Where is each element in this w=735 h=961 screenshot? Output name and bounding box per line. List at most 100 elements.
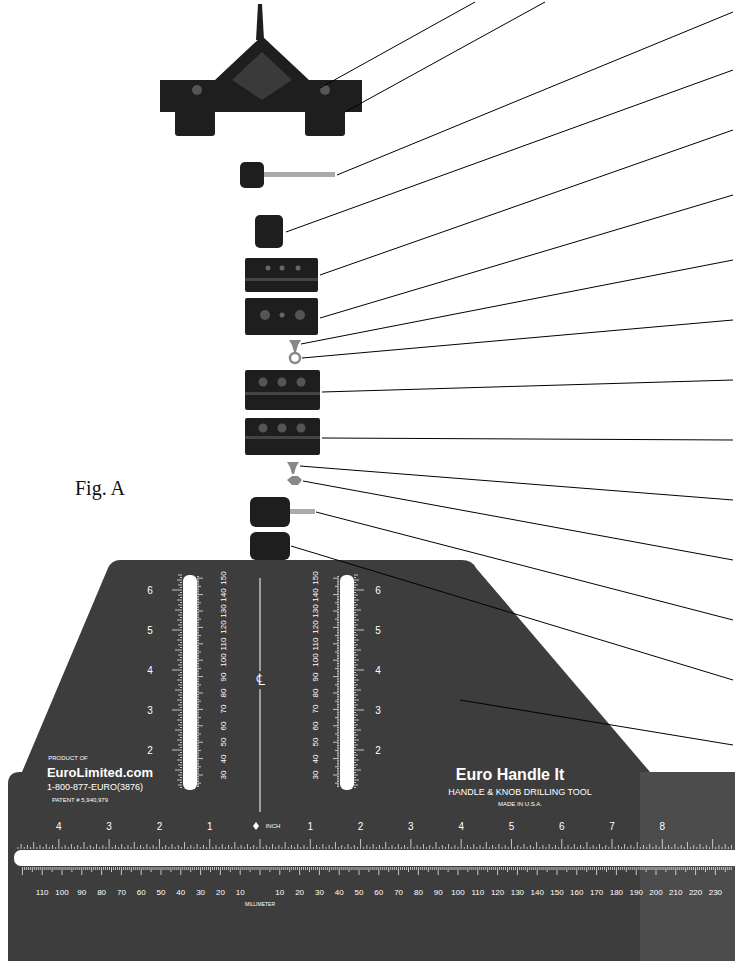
scale-number: 120 — [220, 621, 229, 634]
scale-number: 80 — [97, 889, 106, 898]
scale-number: 120 — [491, 889, 504, 898]
scale-number: 150 — [312, 572, 321, 585]
scale-number: 230 — [709, 889, 722, 898]
logo-text: PATENT # 5,940,979 — [52, 797, 108, 804]
scale-number: 140 — [220, 588, 229, 601]
drill-jig — [160, 4, 362, 136]
scale-number: 100 — [55, 889, 68, 898]
scale-number: 1 — [308, 821, 314, 832]
scale-number: 110 — [471, 889, 484, 898]
scale-number: 90 — [312, 672, 321, 681]
scale-unit: MILLIMETER — [245, 902, 275, 908]
scale-number: 70 — [220, 705, 229, 714]
scale-number: 130 — [511, 889, 524, 898]
scale-number: 70 — [117, 889, 126, 898]
guide-block — [245, 258, 318, 335]
logo-text: HANDLE & KNOB DRILLING TOOL — [448, 788, 592, 798]
scale-number: 50 — [220, 738, 229, 747]
scale-number: 20 — [295, 889, 304, 898]
scale-number: 3 — [147, 705, 153, 716]
scale-number: 2 — [147, 745, 153, 756]
logo-text: Euro Handle It — [456, 766, 564, 784]
scale-number: 110 — [312, 637, 321, 650]
scale-number: 8 — [660, 821, 666, 832]
knob-screw — [240, 162, 335, 188]
scale-number: 40 — [220, 754, 229, 763]
scale-number: 5 — [147, 625, 153, 636]
scale-number: 100 — [220, 654, 229, 667]
scale-number: 3 — [106, 821, 112, 832]
scale-number: 4 — [375, 665, 381, 676]
scale-number: 30 — [312, 771, 321, 780]
scale-number: 40 — [335, 889, 344, 898]
scale-number: 10 — [236, 889, 245, 898]
scale-number: 140 — [531, 889, 544, 898]
scale-number: 50 — [312, 738, 321, 747]
scale-number: 60 — [220, 721, 229, 730]
scale-number: 80 — [220, 689, 229, 698]
scale-number: 160 — [570, 889, 583, 898]
screw-nut — [289, 340, 301, 363]
scale-number: 2 — [157, 821, 163, 832]
scale-number: 6 — [147, 585, 153, 596]
scale-number: 210 — [669, 889, 682, 898]
scale-number: 50 — [355, 889, 364, 898]
scale-number: 220 — [689, 889, 702, 898]
logo-text: PRODUCT OF — [48, 755, 88, 762]
scale-number: 90 — [434, 889, 443, 898]
scale-number: 70 — [394, 889, 403, 898]
scale-number: 30 — [220, 771, 229, 780]
scale-number: 170 — [590, 889, 603, 898]
scale-number: 200 — [649, 889, 662, 898]
scale-number: 6 — [375, 585, 381, 596]
scale-number: 110 — [36, 889, 49, 898]
scale-number: 100 — [451, 889, 464, 898]
scale-number: 80 — [414, 889, 423, 898]
scale-number: 6 — [559, 821, 565, 832]
scale-number: 3 — [408, 821, 414, 832]
scale-number: 130 — [220, 604, 229, 617]
scale-number: 5 — [509, 821, 515, 832]
scale-number: 3 — [375, 705, 381, 716]
scale-number: 90 — [77, 889, 86, 898]
scale-number: 150 — [220, 572, 229, 585]
knob — [250, 532, 290, 560]
scale-unit: INCH — [266, 823, 281, 830]
scale-number: 150 — [550, 889, 563, 898]
logo-text: EuroLimited.com — [47, 766, 153, 780]
logo-text: 1-800-877-EURO(3876) — [47, 783, 143, 793]
logo-text: MADE IN U.S.A. — [498, 801, 542, 808]
scale-number: 60 — [137, 889, 146, 898]
scale-number: 2 — [375, 745, 381, 756]
scale-number: 100 — [312, 654, 321, 667]
scale-number: 130 — [312, 604, 321, 617]
knob-screw — [250, 497, 315, 527]
scale-number: 80 — [312, 689, 321, 698]
scale-number: 60 — [374, 889, 383, 898]
guide-block — [245, 370, 320, 455]
scale-number: 4 — [56, 821, 62, 832]
scale-number: 7 — [609, 821, 615, 832]
drilling-ruler — [8, 560, 735, 961]
scale-number: 20 — [216, 889, 225, 898]
scale-number: 4 — [458, 821, 464, 832]
figure-label: Fig. A — [75, 477, 125, 499]
scale-number: 5 — [375, 625, 381, 636]
scale-number: 10 — [275, 889, 284, 898]
centerline-symbol: ℄ — [254, 671, 267, 689]
screw-nut — [287, 462, 302, 485]
scale-number: 90 — [220, 672, 229, 681]
scale-number: 190 — [630, 889, 643, 898]
small-knob — [255, 215, 283, 248]
scale-number: 180 — [610, 889, 623, 898]
scale-number: 110 — [220, 637, 229, 650]
scale-number: 2 — [358, 821, 364, 832]
scale-number: 30 — [315, 889, 324, 898]
scale-number: 4 — [147, 665, 153, 676]
scale-number: 40 — [312, 754, 321, 763]
scale-number: 60 — [312, 721, 321, 730]
scale-number: 50 — [157, 889, 166, 898]
scale-number: 70 — [312, 705, 321, 714]
